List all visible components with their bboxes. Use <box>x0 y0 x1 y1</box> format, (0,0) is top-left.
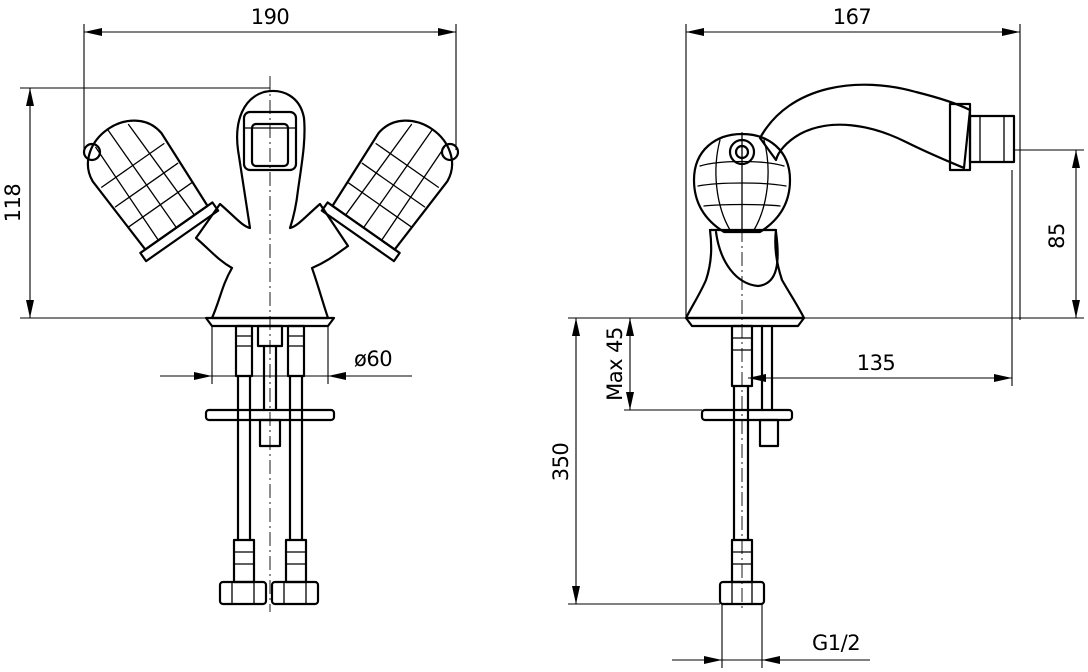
dim-front-height-label: 118 <box>1 184 25 223</box>
front-supply-hoses <box>204 324 336 606</box>
dim-front-height: 118 <box>1 87 270 319</box>
dim-hose-length: 350 <box>549 317 720 605</box>
dim-side-width: 167 <box>685 5 1021 320</box>
side-nut <box>718 580 766 606</box>
dim-hose-length-label: 350 <box>549 443 573 482</box>
dim-spout-height: 85 <box>804 149 1084 319</box>
dim-front-width: 190 <box>83 5 457 150</box>
dim-thread-label: G1/2 <box>812 631 860 655</box>
side-body <box>684 228 806 320</box>
side-handle <box>692 132 792 234</box>
front-handle-left-knob <box>82 142 102 162</box>
front-handle-left <box>86 119 220 263</box>
dim-max-thickness: Max 45 <box>603 318 702 411</box>
front-cap <box>242 110 298 172</box>
dim-spout-height-label: 85 <box>1045 223 1069 249</box>
dim-base-diameter-label: ø60 <box>354 347 392 371</box>
front-nut-right <box>270 580 320 606</box>
front-view: 190 118 ø60 <box>1 5 460 612</box>
dim-spout-reach-label: 135 <box>857 351 896 375</box>
front-cap-inner <box>250 122 290 168</box>
side-view: 167 85 135 Max 45 <box>549 5 1084 668</box>
front-handle-right <box>320 119 454 263</box>
side-body-inner <box>714 230 779 288</box>
front-handle-right-knob <box>440 142 460 162</box>
front-body <box>194 89 350 320</box>
side-supply <box>700 324 794 606</box>
front-nut-left <box>218 580 268 606</box>
dim-spout-reach: 135 <box>748 170 1013 386</box>
side-spout <box>758 83 972 170</box>
dim-front-width-label: 190 <box>251 5 290 29</box>
dim-thread: G1/2 <box>672 604 870 668</box>
side-base <box>684 316 806 328</box>
dim-max-thickness-label: Max 45 <box>603 327 627 401</box>
dim-side-width-label: 167 <box>833 5 872 29</box>
side-aerator <box>968 114 1016 164</box>
dim-base-diameter: ø60 <box>160 326 412 384</box>
